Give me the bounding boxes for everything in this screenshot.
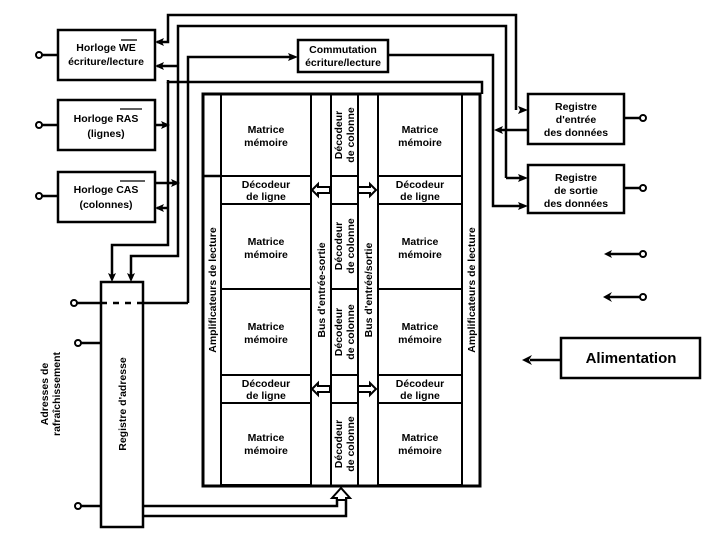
- reg-out-line2: de sortie: [554, 185, 598, 197]
- clock-ras-block: Horloge RAS (lignes): [35, 98, 157, 152]
- matrix-mr1-l2: mémoire: [398, 249, 442, 261]
- clock-ras-terminal[interactable]: [35, 121, 43, 129]
- commutation-block: Commutation écriture/lecture: [296, 38, 390, 74]
- power-input-1: [604, 250, 647, 258]
- bus-arrow-4: [357, 380, 378, 398]
- rd-tr-l2: de ligne: [400, 191, 440, 203]
- clock-cas-terminal[interactable]: [35, 192, 43, 200]
- row-decoder-labels: Décodeur de ligne Décodeur de ligne Déco…: [242, 179, 444, 402]
- matrix-tl-l2: mémoire: [244, 137, 288, 149]
- power-input-2: [603, 292, 647, 302]
- matrix-tr-l2: mémoire: [398, 137, 442, 149]
- matrix-ml2-l1: Matrice: [248, 321, 285, 333]
- address-terminal-2[interactable]: [74, 339, 82, 347]
- bus-left-label: Bus d'entrée-sortie: [316, 242, 328, 337]
- refresh-label-line2: rafraîchissement: [51, 351, 63, 436]
- refresh-label-line1: Adresses de: [39, 363, 51, 426]
- rd-bl-l2: de ligne: [246, 390, 286, 402]
- amplifier-left-label: Amplificateurs de lecture: [207, 227, 219, 353]
- alimentation-block: Alimentation: [522, 336, 702, 380]
- reg-in-line3: des données: [544, 127, 608, 139]
- matrix-labels: Matrice mémoire Matrice mémoire Matrice …: [244, 124, 442, 457]
- col-decoder-input-arrow: [329, 486, 353, 501]
- cd-3-l2: de colonne: [345, 304, 357, 360]
- matrix-bl: [220, 402, 312, 486]
- address-terminal-1[interactable]: [70, 299, 78, 307]
- wiring: [108, 13, 528, 518]
- clock-we-terminal[interactable]: [35, 51, 43, 59]
- amplifier-right-label: Amplificateurs de lecture: [466, 227, 478, 353]
- cd-1-l2: de colonne: [345, 107, 357, 163]
- svg-text:Horloge WE: Horloge WE: [76, 42, 136, 54]
- cd-1-l1: Décodeur: [333, 111, 345, 159]
- power-terminal-1[interactable]: [639, 250, 647, 258]
- data-input-register: Registre d'entrée des données: [526, 92, 647, 146]
- cd-2-l1: Décodeur: [333, 222, 345, 270]
- matrix-br-l1: Matrice: [402, 432, 439, 444]
- rd-br-l1: Décodeur: [396, 378, 444, 390]
- clock-ras-title: Horloge RAS: [74, 113, 139, 125]
- address-terminal-3[interactable]: [74, 502, 82, 510]
- bus-right-label: Bus d'entrée/sortie: [363, 243, 375, 338]
- alimentation-label: Alimentation: [586, 350, 677, 367]
- bus-arrow-3: [310, 380, 331, 398]
- matrix-ml1: [220, 203, 312, 290]
- commutation-line2: écriture/lecture: [305, 57, 381, 69]
- clock-cas-block: Horloge CAS (colonnes): [35, 170, 157, 224]
- rd-tl-l1: Décodeur: [242, 179, 290, 191]
- matrix-ml1-l1: Matrice: [248, 236, 285, 248]
- rd-tl-l2: de ligne: [246, 191, 286, 203]
- matrix-tr-l1: Matrice: [402, 124, 439, 136]
- matrix-br: [377, 402, 463, 486]
- clock-we-title: Horloge WE: [76, 42, 136, 54]
- clock-cas-title: Horloge CAS: [74, 184, 139, 196]
- address-register: Registre d'adresse: [70, 280, 145, 529]
- matrix-mr2-l2: mémoire: [398, 334, 442, 346]
- matrix-mr2-l1: Matrice: [402, 321, 439, 333]
- matrix-ml1-l2: mémoire: [244, 249, 288, 261]
- cd-2-l2: de colonne: [345, 218, 357, 274]
- matrix-br-l2: mémoire: [398, 445, 442, 457]
- matrix-mr1-l1: Matrice: [402, 236, 439, 248]
- matrix-mr1: [377, 203, 463, 290]
- matrix-ml2-l2: mémoire: [244, 334, 288, 346]
- data-in-terminal[interactable]: [639, 114, 647, 122]
- rd-br-l2: de ligne: [400, 390, 440, 402]
- refresh-address-label: Adresses de rafraîchissement: [39, 351, 63, 436]
- clock-ras-sub: (lignes): [87, 128, 124, 140]
- reg-in-line1: Registre: [555, 101, 597, 113]
- column-decoder-labels: Décodeur de colonne Décodeur de colonne …: [333, 107, 357, 472]
- data-output-register: Registre de sortie des données: [526, 163, 647, 215]
- memory-array: Amplificateurs de lecture Bus d'entrée-s…: [201, 92, 482, 488]
- cd-3-l1: Décodeur: [333, 308, 345, 356]
- reg-out-line3: des données: [544, 198, 608, 210]
- bus-arrow-2: [357, 181, 378, 199]
- bus-arrows: [310, 181, 378, 398]
- commutation-line1: Commutation: [309, 44, 377, 56]
- clock-we-block: Horloge WE écriture/lecture: [35, 28, 157, 82]
- reg-in-line2: d'entrée: [556, 114, 597, 126]
- row-decoder-top-left: [220, 175, 312, 205]
- matrix-tl-l1: Matrice: [248, 124, 285, 136]
- matrix-bl-l2: mémoire: [244, 445, 288, 457]
- reg-out-line1: Registre: [555, 172, 597, 184]
- cd-4-l1: Décodeur: [333, 420, 345, 468]
- cd-4-l2: de colonne: [345, 416, 357, 472]
- power-terminal-2[interactable]: [639, 293, 647, 301]
- clock-cas-sub: (colonnes): [79, 199, 132, 211]
- matrix-bl-l1: Matrice: [248, 432, 285, 444]
- address-register-label: Registre d'adresse: [117, 357, 129, 451]
- data-out-terminal[interactable]: [639, 184, 647, 192]
- clock-we-sub: écriture/lecture: [68, 56, 144, 68]
- rd-tr-l1: Décodeur: [396, 179, 444, 191]
- bus-arrow-1: [310, 181, 331, 199]
- rd-bl-l1: Décodeur: [242, 378, 290, 390]
